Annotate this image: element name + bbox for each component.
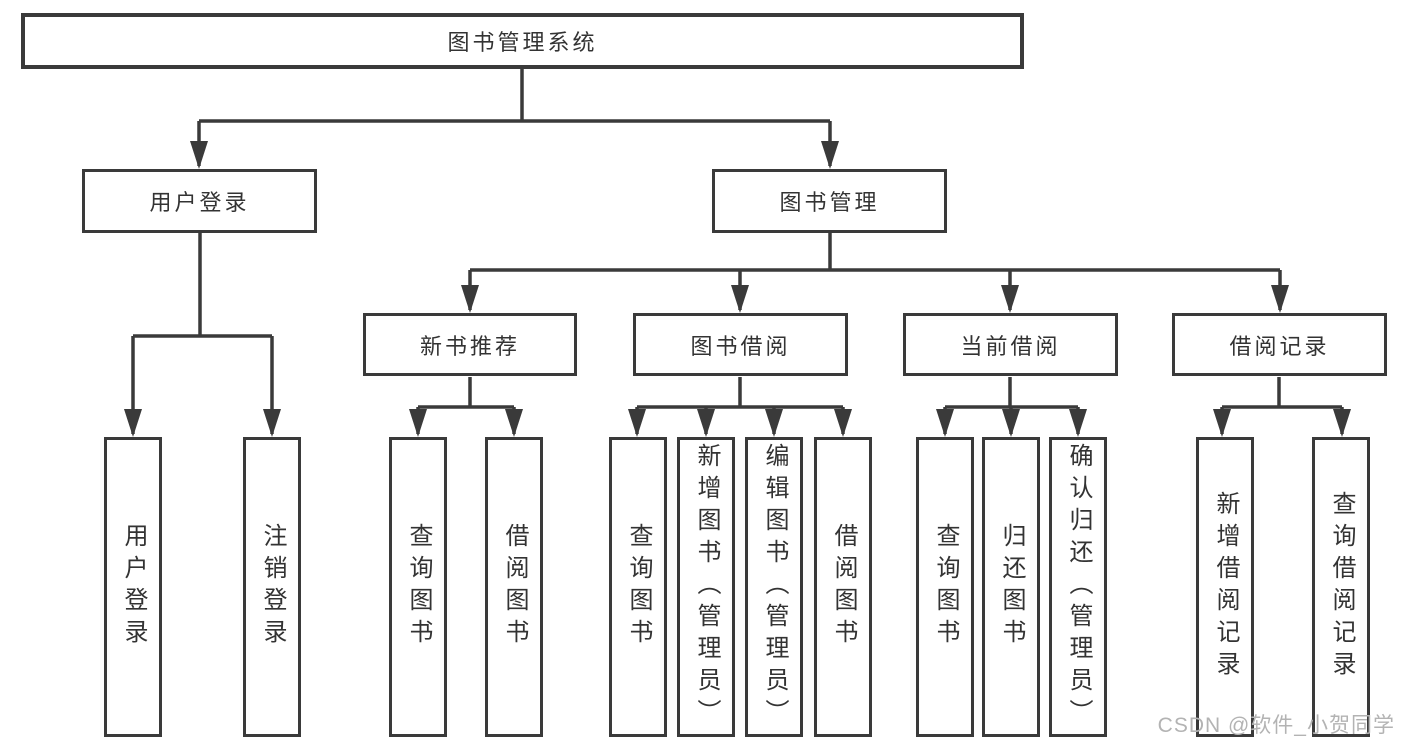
connector-shafts [131, 69, 1344, 434]
leaf-current-return: 归还图书 [982, 437, 1040, 737]
leaf-records-add: 新增借阅记录 [1196, 437, 1254, 737]
node-borrow-records: 借阅记录 [1172, 313, 1387, 376]
leaf-borrow-query: 查询图书 [609, 437, 667, 737]
leaf-current-confirm-admin: 确认归还（管理员） [1049, 437, 1107, 737]
node-book-mgmt: 图书管理 [712, 169, 947, 233]
leaf-records-query: 查询借阅记录 [1312, 437, 1370, 737]
leaf-borrow-add-admin: 新增图书（管理员） [677, 437, 735, 737]
leaf-user-login: 用户登录 [104, 437, 162, 737]
node-root: 图书管理系统 [21, 13, 1024, 69]
node-user-login: 用户登录 [82, 169, 317, 233]
leaf-newbooks-query: 查询图书 [389, 437, 447, 737]
node-current-borrow: 当前借阅 [903, 313, 1118, 376]
watermark: CSDN @软件_小贺同学 [1157, 714, 1395, 737]
node-new-books: 新书推荐 [363, 313, 577, 376]
leaf-newbooks-borrow: 借阅图书 [485, 437, 543, 737]
leaf-logout: 注销登录 [243, 437, 301, 737]
leaf-borrow-edit-admin: 编辑图书（管理员） [745, 437, 803, 737]
node-book-borrow: 图书借阅 [633, 313, 848, 376]
arrowhead-icons [124, 141, 1351, 437]
leaf-borrow-borrow: 借阅图书 [814, 437, 872, 737]
leaf-current-query: 查询图书 [916, 437, 974, 737]
